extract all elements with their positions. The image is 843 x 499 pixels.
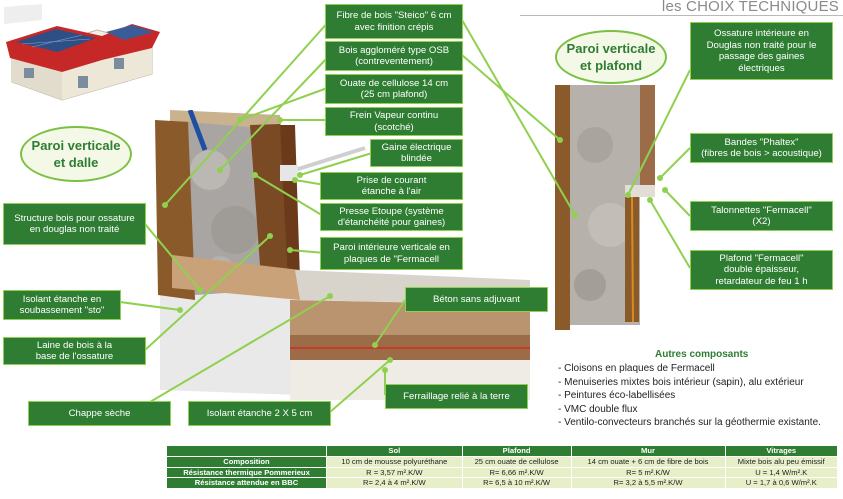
label-gaine: Gaine électrique blindée [370, 139, 463, 167]
table-row-header: Résistance attendue en BBC [166, 477, 327, 489]
label-isolant-sto: Isolant étanche en soubassement "sto" [3, 290, 121, 320]
table-cell: R= 3,2 à 5,5 m².K/W [570, 477, 726, 489]
table-cell: R= 6,66 m².K/W [461, 466, 572, 478]
label-paroi-interieure: Paroi intérieure verticale en plaques de… [320, 237, 463, 270]
label-presse-etoupe: Presse Etoupe (système d'étanchéité pour… [320, 203, 463, 231]
table-cell: R = 3,57 m².K/W [326, 466, 463, 478]
label-bandes-phaltex: Bandes "Phaltex" (fibres de bois > acous… [690, 133, 833, 163]
oval-paroi-plafond: Paroi verticale et plafond [555, 30, 667, 84]
oval-paroi-dalle: Paroi verticale et dalle [20, 126, 132, 182]
label-ossature-interieure: Ossature intérieure en Douglas non trait… [690, 22, 833, 80]
label-prise: Prise de courant étanche à l'air [320, 172, 463, 200]
list-item: - Peintures éco-labellisées [558, 390, 676, 402]
page-title: les CHOIX TECHNIQUES [661, 0, 839, 15]
list-item: - Menuiseries mixtes bois intérieur (sap… [558, 376, 804, 388]
label-laine-bois: Laine de bois à la base de l'ossature [3, 337, 146, 365]
table-cell: U = 1,4 W/m².K [724, 466, 839, 478]
table-cell: Mixte bois alu peu émissif [724, 456, 839, 468]
header-rule [520, 15, 843, 16]
label-ouate: Ouate de cellulose 14 cm (25 cm plafond) [325, 74, 463, 104]
label-isolant-2x5: Isolant étanche 2 X 5 cm [188, 401, 331, 426]
table-row: Composition 10 cm de mousse polyuréthane… [166, 456, 839, 468]
table-cell: 10 cm de mousse polyuréthane [326, 456, 463, 468]
table-cell: R= 2,4 à 4 m².K/W [326, 477, 463, 489]
label-ferraillage: Ferraillage relié à la terre [385, 384, 528, 409]
table-row: Résistance thermique Pommerieux R = 3,57… [166, 466, 839, 478]
list-item: - Ventilo-convecteurs branchés sur la gé… [558, 417, 821, 429]
table-header-row: Sol Plafond Mur Vitrages [166, 445, 839, 457]
table-header: Sol [326, 445, 463, 457]
table-cell: R= 5 m².K/W [570, 466, 726, 478]
label-structure-bois: Structure bois pour ossature en douglas … [3, 203, 146, 245]
table-row-header: Composition [166, 456, 327, 468]
label-osb: Bois aggloméré type OSB (contreventement… [325, 41, 463, 71]
label-beton: Béton sans adjuvant [405, 287, 548, 312]
label-chappe-seche: Chappe sèche [28, 401, 171, 426]
table-cell: 14 cm ouate + 6 cm de fibre de bois [570, 456, 726, 468]
table-header [166, 445, 327, 457]
components-title: Autres composants [655, 349, 749, 360]
label-talonnettes: Talonnettes "Fermacell" (X2) [690, 201, 833, 231]
components-list: - Cloisons en plaques de Fermacell - Men… [558, 362, 821, 430]
table-row-header: Résistance thermique Pommerieux [166, 466, 327, 478]
table-row: Résistance attendue en BBC R= 2,4 à 4 m²… [166, 477, 839, 489]
table-cell: 25 cm ouate de cellulose [461, 456, 572, 468]
table-header: Mur [570, 445, 726, 457]
label-fibre-bois: Fibre de bois "Steico" 6 cm avec finitio… [325, 4, 463, 39]
list-item: - Cloisons en plaques de Fermacell [558, 363, 715, 374]
table-cell: R= 6,5 à 10 m².K/W [461, 477, 572, 489]
house-illustration [4, 4, 160, 101]
table-header: Plafond [461, 445, 572, 457]
list-item: - VMC double flux [558, 403, 638, 415]
table-header: Vitrages [724, 445, 839, 457]
label-frein-vapeur: Frein Vapeur continu (scotché) [325, 107, 463, 136]
thermal-spec-table: Sol Plafond Mur Vitrages Composition 10 … [166, 445, 839, 489]
label-plafond-fermacell: Plafond "Fermacell" double épaisseur, re… [690, 250, 833, 290]
table-cell: U = 1,7 à 0,6 W/m².K [724, 477, 839, 489]
